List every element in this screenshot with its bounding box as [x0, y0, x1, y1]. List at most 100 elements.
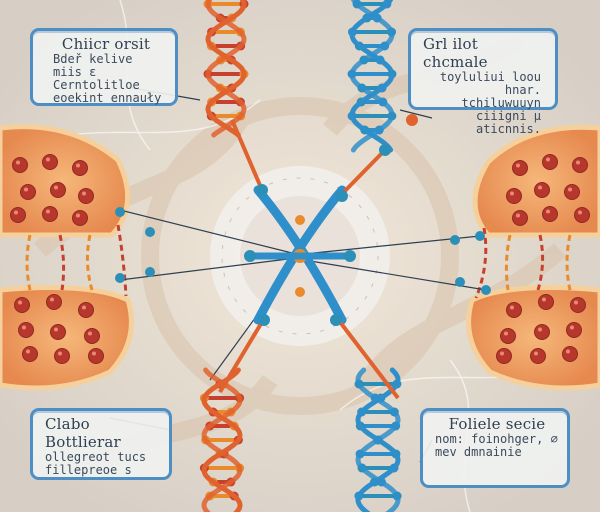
nucleus-dot [538, 294, 554, 310]
nucleus-highlight [534, 351, 538, 356]
label-line: eoekint ennauły [53, 91, 162, 105]
nucleus-highlight [566, 349, 570, 354]
chromosome-cross-icon [218, 114, 418, 400]
helix-strand [205, 0, 247, 138]
nucleus-highlight [88, 331, 92, 336]
label-line: hnar. tchiluwuuyn [461, 83, 541, 110]
label-bottom-left: Clabo Bottlierar ollegreot tucs fillepre… [30, 408, 172, 480]
dna-helix-icon [199, 367, 245, 512]
helix-strand [349, 0, 395, 153]
nucleus-dot [12, 157, 28, 173]
chromatin-strand [25, 234, 32, 291]
chromatin-strands [25, 224, 572, 299]
label-bottom-right: Foliele secie nom: foinohger, ∅ mev dmna… [420, 408, 570, 488]
nucleus-dot [46, 294, 62, 310]
nucleus-dot [78, 302, 94, 318]
nucleus-highlight [578, 210, 582, 215]
nucleus-dot [10, 207, 26, 223]
nucleus-highlight [76, 213, 80, 218]
nucleus-highlight [54, 185, 58, 190]
label-title: Foliele secie [448, 415, 546, 433]
nucleus-dot [562, 346, 578, 362]
helix-strand [349, 0, 395, 153]
nucleus-dot [534, 182, 550, 198]
nucleus-dot [18, 322, 34, 338]
nucleus-highlight [546, 209, 550, 214]
nucleus-dot [22, 346, 38, 362]
nucleus-dot [20, 184, 36, 200]
connector-beads [115, 207, 491, 295]
nucleus-dot [78, 188, 94, 204]
nucleus-dot [542, 206, 558, 222]
nucleus-highlight [46, 209, 50, 214]
chromatin-strand [58, 234, 66, 291]
nucleus-dot [506, 302, 522, 318]
nucleus-dot [570, 297, 586, 313]
nucleus-highlight [576, 160, 580, 165]
label-title: Clabo Bottlierar [45, 415, 121, 451]
nucleus-highlight [58, 351, 62, 356]
nucleus-dot [572, 157, 588, 173]
nucleus-highlight [26, 349, 30, 354]
nucleus-dot [496, 348, 512, 364]
cell-nuclei-left [10, 154, 104, 364]
nucleus-dot [512, 160, 528, 176]
helix-strand [201, 367, 243, 512]
nucleus-highlight [538, 185, 542, 190]
nucleus-dot [72, 210, 88, 226]
nucleus-highlight [16, 160, 20, 165]
nucleus-highlight [546, 157, 550, 162]
nucleus-highlight [54, 327, 58, 332]
nucleus-dot [530, 348, 546, 364]
nucleus-highlight [14, 210, 18, 215]
nucleus-dot [88, 348, 104, 364]
label-line: ciiigni μ aticnnis. [475, 109, 541, 136]
nucleus-dot [534, 324, 550, 340]
nucleus-highlight [76, 163, 80, 168]
nucleus-highlight [570, 325, 574, 330]
label-top-right: Grl ilot chcmale toyluliui loou hnar. tc… [408, 28, 558, 136]
nucleus-dot [84, 328, 100, 344]
nucleus-dot [542, 154, 558, 170]
nucleus-dot [72, 160, 88, 176]
nucleus-dot [512, 210, 528, 226]
nucleus-highlight [542, 297, 546, 302]
nucleus-highlight [510, 305, 514, 310]
nucleus-highlight [516, 163, 520, 168]
nucleus-dot [506, 188, 522, 204]
nucleus-highlight [500, 351, 504, 356]
nucleus-highlight [510, 191, 514, 196]
nucleus-dot [54, 348, 70, 364]
nucleus-dot [574, 207, 590, 223]
nucleus-highlight [46, 157, 50, 162]
label-line: mev dmnainie [435, 445, 522, 459]
label-line: toyluliui loou [439, 70, 541, 84]
label-title: Chiicr orsit [61, 35, 151, 53]
label-line: fillepreoe s [45, 463, 132, 477]
cell-nuclei-right [496, 154, 590, 364]
helix-strand [355, 367, 401, 512]
label-line: nom: foinohger, ∅ [435, 432, 558, 446]
dna-helix-icon [203, 0, 249, 138]
nucleus-highlight [516, 213, 520, 218]
label-line: Bdeř kelive [53, 52, 133, 66]
nucleus-highlight [18, 300, 22, 305]
chromatin-strand [565, 234, 572, 291]
nucleus-highlight [22, 325, 26, 330]
helix-strand [201, 367, 243, 512]
nucleus-highlight [82, 191, 86, 196]
nucleus-dot [42, 154, 58, 170]
label-title: Grl ilot chcmale [423, 35, 488, 71]
nucleus-highlight [82, 305, 86, 310]
nucleus-dot [50, 324, 66, 340]
nucleus-highlight [538, 327, 542, 332]
nucleus-highlight [92, 351, 96, 356]
nucleus-highlight [568, 187, 572, 192]
label-line: miis ε Cerntolitloe [53, 65, 140, 92]
helix-strand [205, 0, 247, 138]
dna-helix-icon [354, 367, 402, 512]
nucleus-highlight [504, 331, 508, 336]
nucleus-highlight [574, 300, 578, 305]
chromatin-strand [474, 227, 488, 299]
nucleus-dot [14, 297, 30, 313]
